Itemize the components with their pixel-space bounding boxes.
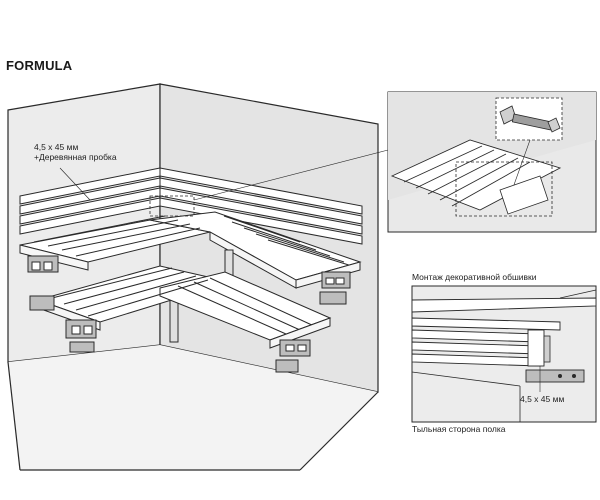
backrest-left [19, 167, 161, 235]
floor [8, 345, 378, 470]
fastener-size-label: 4,5 x 45 мм [34, 142, 79, 152]
bolt-icon [499, 105, 561, 133]
detail-bottom [411, 285, 597, 423]
upper-brackets [27, 255, 351, 305]
detail-top [387, 91, 597, 233]
decorative-trim-label: Монтаж декоративной обшивки [412, 272, 537, 282]
shelf-back-side-label: Тыльная сторона полка [412, 424, 506, 434]
callout-leader-main [193, 149, 389, 201]
backrest-back [159, 167, 363, 245]
wooden-plug-label: +Деревянная пробка [34, 152, 117, 162]
detail-callout-box [149, 195, 195, 217]
fastener-size-detail-label: 4,5 x 45 мм [520, 394, 565, 404]
diagram-title: FORMULA [6, 58, 73, 73]
lower-brackets [29, 295, 311, 373]
